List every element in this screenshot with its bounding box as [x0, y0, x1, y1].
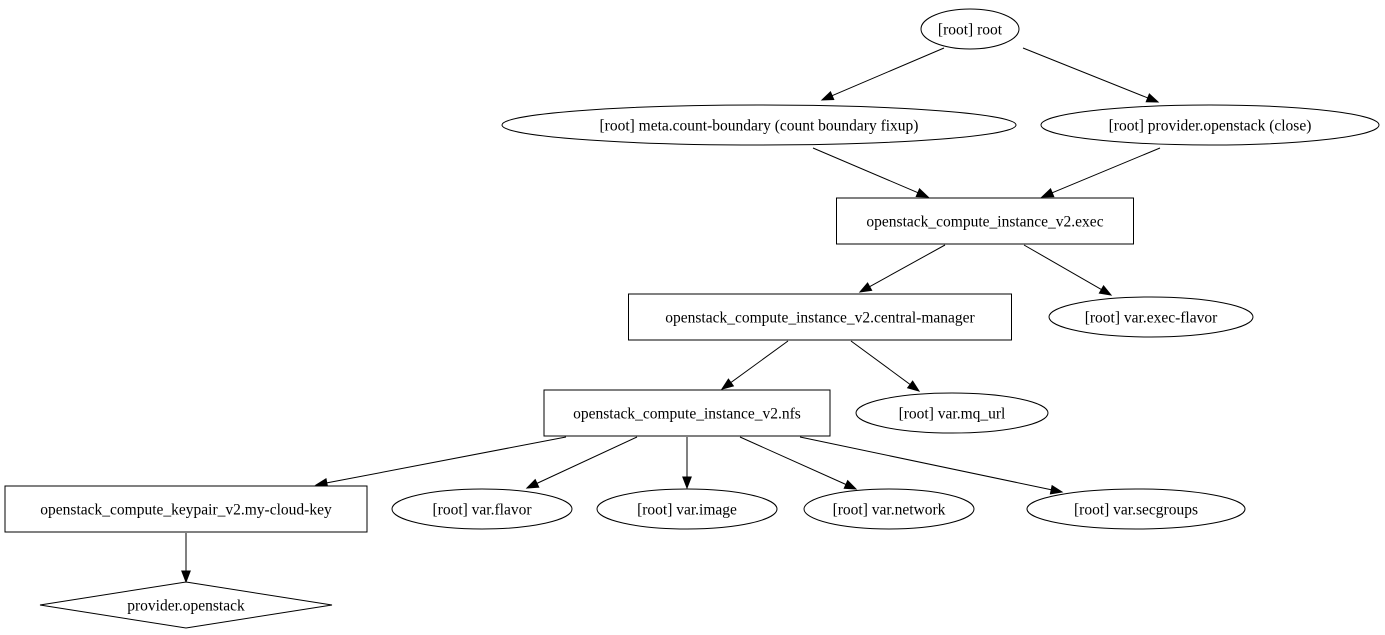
ellipse-shape	[920, 8, 1020, 50]
arrowhead	[906, 380, 921, 392]
node-label: openstack_compute_instance_v2.central-ma…	[665, 310, 975, 327]
box-shape	[543, 389, 831, 437]
box-shape	[836, 197, 1134, 245]
edge-provclose-to-exec	[1040, 147, 1161, 198]
edge-root-to-provclose	[1022, 47, 1160, 103]
node-flavor: [root] var.flavor	[391, 488, 573, 530]
node-provclose: [root] provider.openstack (close)	[1040, 104, 1380, 146]
arrowhead	[1040, 188, 1055, 198]
ellipse-shape	[1040, 104, 1380, 146]
arrowhead	[843, 479, 858, 490]
edge-exec-to-cm	[858, 244, 946, 293]
ellipse-shape	[596, 488, 778, 530]
ellipse-shape	[1026, 488, 1246, 530]
node-label: [root] var.flavor	[433, 502, 533, 519]
node-root: [root] root	[920, 8, 1020, 50]
ellipse-shape	[803, 488, 975, 530]
node-label: [root] var.network	[833, 502, 946, 519]
edge-nfs-to-image	[682, 437, 692, 490]
arrowhead	[682, 476, 692, 490]
box-shape	[4, 485, 368, 533]
diamond-shape	[39, 581, 333, 629]
node-label: [root] provider.openstack (close)	[1109, 118, 1312, 135]
edge-line	[850, 340, 911, 385]
arrowhead	[915, 187, 930, 198]
node-label: [root] var.mq_url	[899, 406, 1006, 423]
node-provider: provider.openstack	[39, 581, 333, 629]
arrowhead	[181, 570, 191, 584]
ellipse-shape	[1048, 296, 1254, 338]
ellipse-shape	[855, 392, 1049, 434]
edge-nfs-to-flavor	[525, 436, 638, 489]
node-nfs: openstack_compute_instance_v2.nfs	[543, 389, 831, 437]
edge-meta-to-exec	[812, 147, 930, 198]
node-image: [root] var.image	[596, 488, 778, 530]
arrowhead	[1049, 484, 1064, 495]
edge-cm-to-nfs	[720, 340, 789, 390]
edge-line	[1022, 47, 1148, 99]
arrowhead	[720, 378, 735, 390]
node-label: openstack_compute_keypair_v2.my-cloud-ke…	[40, 502, 332, 519]
ellipse-shape	[391, 488, 573, 530]
edge-line	[799, 436, 1052, 491]
edge-nfs-to-secgroups	[799, 436, 1064, 495]
edge-line	[739, 436, 847, 485]
arrowhead	[1098, 284, 1113, 296]
arrowhead	[1145, 93, 1160, 103]
node-meta: [root] meta.count-boundary (count bounda…	[501, 104, 1017, 146]
box-shape	[628, 293, 1012, 341]
arrowhead	[525, 478, 540, 489]
edge-line	[326, 436, 567, 484]
node-label: [root] var.exec-flavor	[1085, 310, 1218, 327]
edge-line	[869, 244, 946, 288]
node-label: openstack_compute_instance_v2.nfs	[573, 406, 801, 423]
edge-line	[831, 47, 945, 97]
node-network: [root] var.network	[803, 488, 975, 530]
arrowhead	[858, 282, 873, 293]
node-keypair: openstack_compute_keypair_v2.my-cloud-ke…	[4, 485, 368, 533]
node-label: [root] meta.count-boundary (count bounda…	[600, 118, 919, 135]
edge-nfs-to-keypair	[314, 436, 567, 488]
node-mqurl: [root] var.mq_url	[855, 392, 1049, 434]
edges-layer	[181, 47, 1161, 584]
edge-exec-to-execflavor	[1023, 244, 1113, 296]
edge-line	[1051, 147, 1161, 194]
edge-keypair-to-provider	[181, 533, 191, 584]
edge-line	[536, 436, 638, 484]
edge-cm-to-mqurl	[850, 340, 921, 392]
node-label: openstack_compute_instance_v2.exec	[866, 214, 1103, 231]
node-execflavor: [root] var.exec-flavor	[1048, 296, 1254, 338]
arrowhead	[820, 90, 835, 101]
edge-line	[812, 147, 919, 194]
node-secgroups: [root] var.secgroups	[1026, 488, 1246, 530]
nodes-layer: [root] root [root] meta.count-boundary (c…	[4, 8, 1380, 629]
edge-nfs-to-network	[739, 436, 858, 490]
edge-root-to-meta	[820, 47, 945, 101]
node-label: [root] var.image	[637, 502, 737, 519]
edge-line	[730, 340, 789, 383]
node-cm: openstack_compute_instance_v2.central-ma…	[628, 293, 1012, 341]
edge-line	[1023, 244, 1102, 290]
node-label: [root] root	[938, 22, 1003, 39]
ellipse-shape	[501, 104, 1017, 146]
node-label: provider.openstack	[127, 598, 245, 615]
node-exec: openstack_compute_instance_v2.exec	[836, 197, 1134, 245]
node-label: [root] var.secgroups	[1074, 502, 1198, 519]
